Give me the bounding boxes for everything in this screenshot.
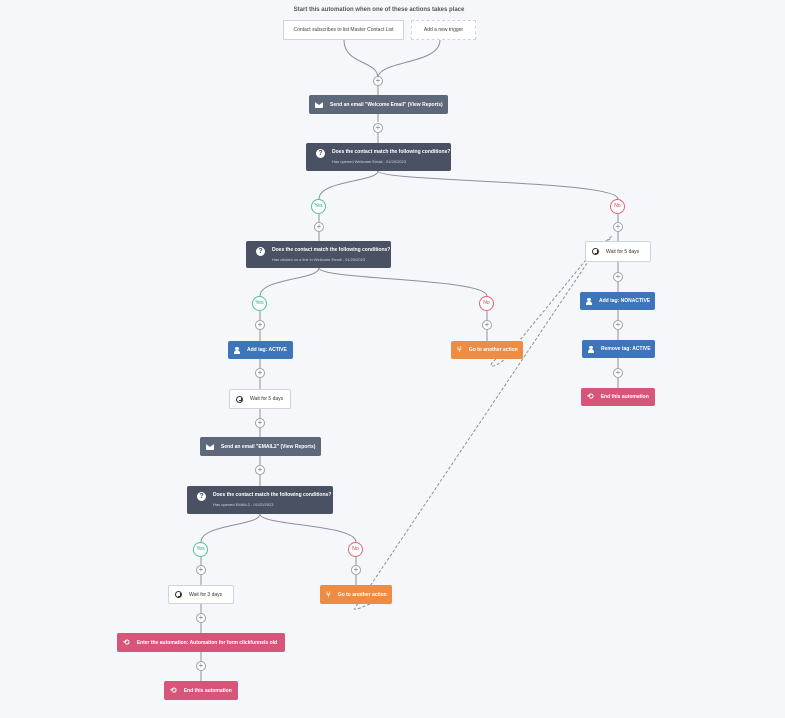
loop-icon: ⟲ [170,685,177,695]
go-to-action-bottom[interactable]: ⑂ Go to another action [320,585,392,604]
add-tag-nonactive[interactable]: Add tag: NONACTIVE [580,292,655,310]
condition-title: Does the contact match the following con… [332,149,451,155]
wait-label: Wait for 5 days [250,396,284,402]
add-step-plus[interactable]: + [482,320,492,330]
add-step-plus[interactable]: + [255,418,265,428]
condition-opened-welcome[interactable]: ? Does the contact match the following c… [306,143,451,171]
add-trigger-label: Add a new trigger [423,27,464,33]
clock-icon [236,395,243,403]
wait-label: Wait for 5 days [606,248,640,255]
action-label: End this automation [600,394,649,400]
add-tag-active[interactable]: Add tag: ACTIVE [228,341,293,359]
person-icon [588,345,594,353]
send-email-email2[interactable]: Send an email "EMAIL2" (View Reports) [200,437,321,456]
condition-clicked-link[interactable]: ? Does the contact match the following c… [246,241,391,268]
wait-label: Wait for 3 days [189,591,223,598]
action-label: Enter the automation: Automation for for… [136,639,278,646]
question-icon: ? [256,247,265,256]
add-step-plus[interactable]: + [373,123,383,133]
loop-icon: ⟲ [123,637,130,647]
yes-badge: Yes [193,542,208,557]
action-label: Add tag: ACTIVE [247,347,287,353]
loop-icon: ⟲ [587,392,594,401]
remove-tag-active[interactable]: Remove tag: ACTIVE [582,340,655,358]
condition-opened-email2[interactable]: ? Does the contact match the following c… [187,486,333,514]
wait-5-days-right[interactable]: Wait for 5 days [585,241,651,262]
clock-icon [592,248,599,255]
send-email-welcome[interactable]: Send an email "Welcome Email" (View Repo… [309,95,448,114]
add-step-plus[interactable]: + [255,465,265,475]
wait-3-days[interactable]: Wait for 3 days [168,585,234,604]
add-step-plus[interactable]: + [196,661,206,671]
yes-badge: Yes [311,199,326,214]
envelope-icon [315,101,323,108]
action-label: Add tag: NONACTIVE [599,298,651,304]
action-label: Go to another action [337,591,387,598]
action-label: Go to another action [468,347,518,353]
add-step-plus[interactable]: + [255,320,265,330]
add-step-plus[interactable]: + [373,76,383,86]
clock-icon [175,591,182,598]
yes-badge: Yes [252,296,267,311]
wait-5-days-left[interactable]: Wait for 5 days [229,389,291,409]
add-step-plus[interactable]: + [196,613,206,623]
action-label: Send an email "Welcome Email" (View Repo… [330,101,443,108]
go-to-action-mid[interactable]: ⑂ Go to another action [451,341,523,359]
add-step-plus[interactable]: + [613,368,623,378]
add-step-plus[interactable]: + [314,222,324,232]
envelope-icon [206,443,214,450]
add-step-plus[interactable]: + [613,320,623,330]
branch-icon: ⑂ [457,345,462,354]
add-step-plus[interactable]: + [351,565,361,575]
no-badge: No [348,542,363,557]
add-step-plus[interactable]: + [196,565,206,575]
trigger-header: Start this automation when one of these … [293,7,465,13]
question-icon: ? [197,492,206,501]
no-badge: No [479,296,494,311]
person-icon [234,346,240,354]
action-label: End this automation [183,687,232,694]
add-step-plus[interactable]: + [255,368,265,378]
condition-title: Does the contact match the following con… [213,492,332,498]
add-trigger-button[interactable]: Add a new trigger [411,20,476,40]
trigger-label: Contact subscribes to list Master Contac… [293,27,394,33]
question-icon: ? [316,149,325,158]
no-badge: No [610,199,625,214]
condition-subtitle: Has opened EMAIL2 - 01/20/2023 [213,502,274,507]
end-automation-right[interactable]: ⟲ End this automation [581,388,655,406]
condition-subtitle: Has opened Welcome Email - 01/20/2023 [332,159,406,164]
enter-automation[interactable]: ⟲ Enter the automation: Automation for f… [117,633,285,652]
condition-title: Does the contact match the following con… [272,247,391,253]
branch-icon: ⑂ [326,589,331,599]
action-label: Remove tag: ACTIVE [601,346,651,352]
add-step-plus[interactable]: + [613,272,623,282]
action-label: Send an email "EMAIL2" (View Reports) [221,443,316,450]
person-icon [586,297,592,305]
condition-subtitle: Has clicked on a link in Welcome Email -… [272,257,366,262]
add-step-plus[interactable]: + [613,222,623,232]
trigger-list-subscribe[interactable]: Contact subscribes to list Master Contac… [283,20,404,40]
end-automation-bottom[interactable]: ⟲ End this automation [164,681,238,700]
